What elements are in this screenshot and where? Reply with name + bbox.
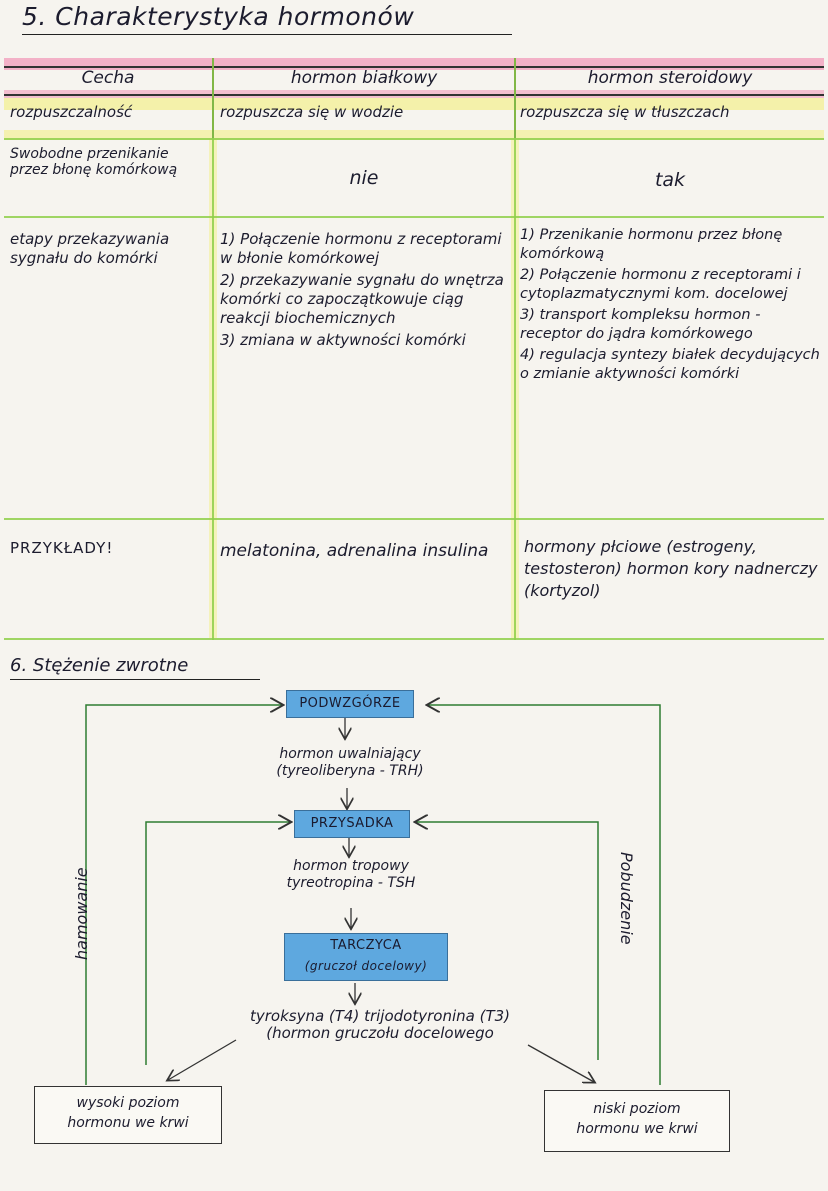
feature-examples: PRZYKŁADY! (10, 539, 114, 557)
hormone-characteristics-table: Cecha hormon białkowy hormon steroidowy … (4, 58, 824, 640)
protein-examples: melatonina, adrenalina insulina (220, 541, 489, 561)
high-level-line1: wysoki poziom (76, 1095, 180, 1111)
releasing-hormone-line1: hormon uwalniający (279, 746, 421, 762)
grid-line (514, 58, 516, 640)
header-protein-hormone: hormon białkowy (290, 68, 438, 88)
header-feature: Cecha (81, 68, 135, 88)
section-6-title: 6. Stężenie zwrotne (10, 655, 260, 680)
low-level-line2: hormonu we krwi (576, 1121, 698, 1137)
grid-line (4, 94, 824, 96)
releasing-hormone-label: hormon uwalniający (tyreoliberyna - TRH) (220, 746, 480, 780)
protein-solubility: rozpuszcza się w wodzie (220, 103, 404, 121)
steroid-membrane-permeability: tak (654, 169, 686, 191)
low-level-line1: niski poziom (593, 1101, 681, 1117)
protein-step-2: 2) przekazywanie sygnału do wnętrza komó… (220, 271, 504, 327)
section-5-title: 5. Charakterystyka hormonów (22, 2, 512, 35)
thyroid-hormone-label: tyroksyna (T4) trijodotyronina (T3) (hor… (190, 1008, 570, 1042)
inhibition-label: hamowanie (72, 867, 91, 960)
stimulation-line-inner (416, 822, 599, 1060)
pituitary-box: PRZYSADKA (294, 810, 410, 838)
stimulation-line-outer (428, 705, 661, 1085)
low-hormone-level-box: niski poziom hormonu we krwi (544, 1090, 730, 1152)
steroid-step-2: 2) Połączenie hormonu z receptorami i cy… (520, 267, 801, 302)
stimulation-label: Pobudzenie (617, 852, 636, 945)
thyroid-hormone-line1: tyroksyna (T4) trijodotyronina (T3) (249, 1007, 511, 1025)
inhibition-line-inner (145, 822, 290, 1065)
steroid-step-4: 4) regulacja syntezy białek decydujących… (520, 347, 820, 382)
steroid-step-3: 3) transport kompleksu hormon - receptor… (520, 307, 761, 342)
arrow-to-low-level (527, 1044, 594, 1082)
protein-step-1: 1) Połączenie hormonu z receptorami w bł… (220, 230, 502, 267)
thyroid-box: TARCZYCA (gruczoł docelowy) (284, 933, 448, 981)
high-level-line2: hormonu we krwi (67, 1115, 189, 1131)
releasing-hormone-line2: (tyreoliberyna - TRH) (276, 763, 424, 779)
steroid-solubility: rozpuszcza się w tłuszczach (520, 103, 730, 121)
tropic-hormone-line2: tyreotropina - TSH (286, 875, 416, 891)
thyroid-box-line1: TARCZYCA (330, 938, 402, 953)
hypothalamus-box: PODWZGÓRZE (286, 690, 414, 718)
protein-step-3: 3) zmiana w aktywności komórki (220, 331, 466, 349)
row-highlight-yellow (4, 98, 824, 110)
grid-line (212, 58, 214, 640)
grid-line (4, 216, 824, 218)
high-hormone-level-box: wysoki poziom hormonu we krwi (34, 1086, 222, 1144)
thyroid-hormone-line2: (hormon gruczołu docelowego (266, 1024, 494, 1042)
feature-signal-stages: etapy przekazywania sygnału do komórki (10, 230, 170, 267)
grid-line (4, 138, 824, 140)
grid-line (4, 518, 824, 520)
protein-signal-steps: 1) Połączenie hormonu z receptorami w bł… (220, 230, 508, 353)
feature-solubility: rozpuszczalność (10, 103, 133, 121)
protein-membrane-permeability: nie (349, 167, 379, 189)
grid-line (4, 66, 824, 68)
tropic-hormone-label: hormon tropowy tyreotropina - TSH (226, 858, 476, 892)
header-steroid-hormone: hormon steroidowy (587, 68, 753, 88)
steroid-step-1: 1) Przenikanie hormonu przez błonę komór… (520, 227, 783, 262)
feature-membrane-permeability: Swobodne przenikanie przez błonę komórko… (10, 146, 178, 178)
thyroid-box-line2: (gruczoł docelowy) (304, 959, 428, 973)
grid-line (4, 638, 824, 640)
inhibition-line-outer (85, 705, 282, 1085)
tropic-hormone-line1: hormon tropowy (293, 858, 409, 874)
row-highlight-yellow-2 (4, 130, 824, 140)
steroid-examples: hormony płciowe (estrogeny, testosteron)… (524, 537, 818, 600)
arrow-to-high-level (168, 1039, 237, 1080)
steroid-signal-steps: 1) Przenikanie hormonu przez błonę komór… (520, 226, 820, 386)
